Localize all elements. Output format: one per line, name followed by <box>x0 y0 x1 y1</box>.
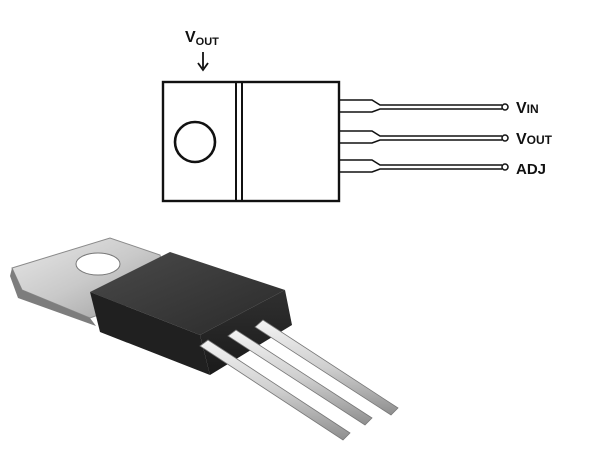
watermark-text: 知乎 @电子工程师成长日记 <box>402 427 574 444</box>
pin-label-vin: VIN <box>516 100 539 117</box>
pin-label-adj: ADJ <box>516 161 546 178</box>
mounting-hole <box>173 120 217 164</box>
body-top <box>90 252 285 335</box>
body-front <box>90 292 210 375</box>
package-outline <box>161 80 341 203</box>
tab-hole <box>75 252 121 276</box>
pin-leads <box>339 99 509 173</box>
pin-label-vout: VOUT <box>516 131 553 148</box>
to220-package-render <box>10 237 399 441</box>
down-arrow-icon <box>197 62 209 72</box>
top-vout-label: VOUT <box>185 29 219 72</box>
svg-text:VOUT: VOUT <box>185 29 219 48</box>
package-leads <box>199 319 399 441</box>
